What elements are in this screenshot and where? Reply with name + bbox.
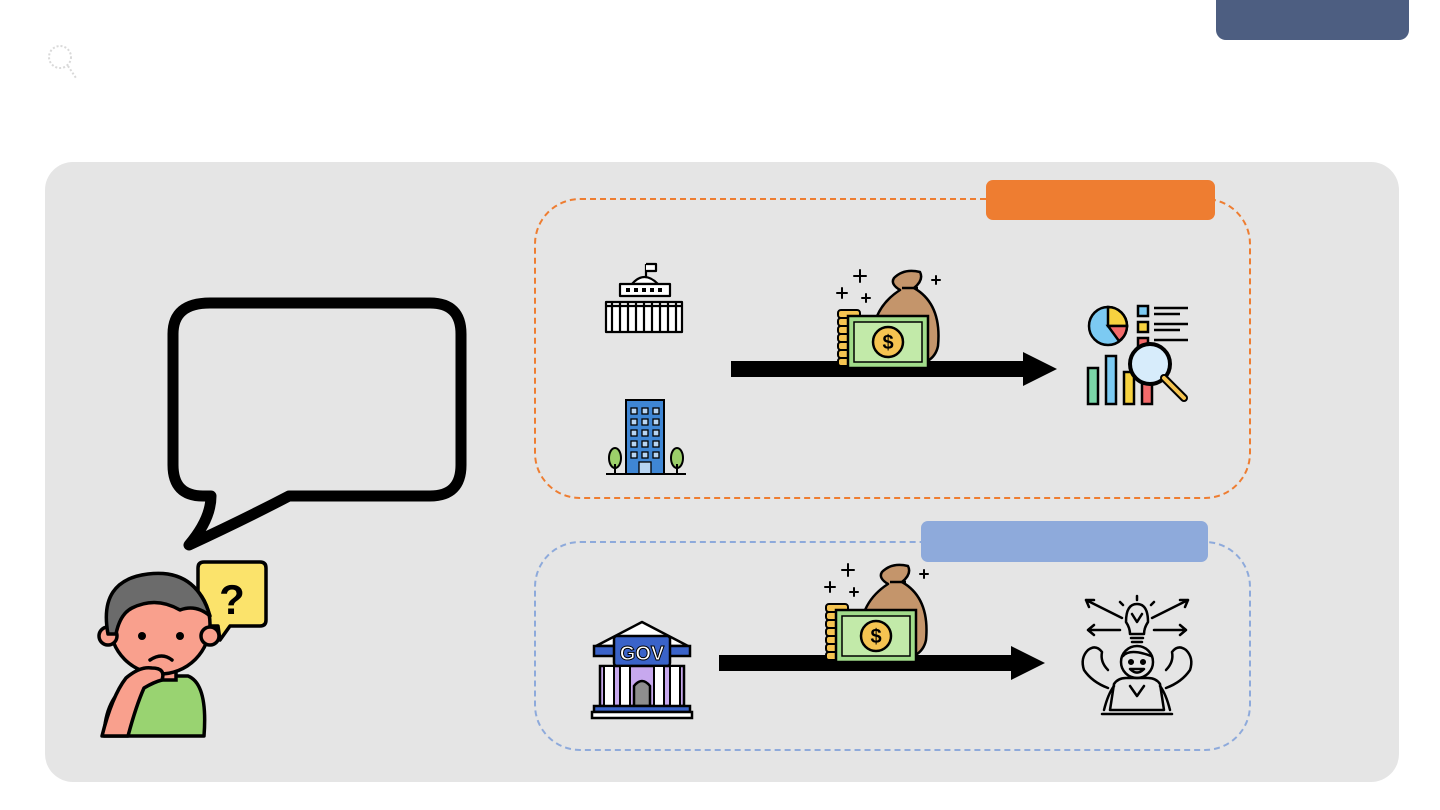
lower-group-label bbox=[921, 521, 1208, 562]
svg-text:GOV: GOV bbox=[620, 643, 665, 665]
innovation-person-icon bbox=[1081, 594, 1193, 716]
thinking-person-icon: ? bbox=[97, 560, 268, 738]
money-bag-cash-icon: $ bbox=[836, 269, 941, 370]
money-bag-cash-icon: $ bbox=[824, 563, 929, 664]
top-tab bbox=[1216, 0, 1409, 40]
upper-group-box bbox=[534, 198, 1251, 499]
svg-text:?: ? bbox=[219, 576, 245, 623]
capitol-building-icon bbox=[604, 262, 684, 334]
data-analytics-icon bbox=[1086, 304, 1188, 406]
svg-text:$: $ bbox=[870, 626, 881, 648]
upper-group-label bbox=[986, 180, 1215, 220]
speech-bubble-icon bbox=[167, 297, 467, 551]
lower-group-box bbox=[534, 541, 1251, 751]
svg-text:$: $ bbox=[882, 332, 893, 354]
government-building-icon: GOV bbox=[590, 620, 694, 720]
office-tower-icon bbox=[606, 399, 686, 475]
question-mark-icon: ? bbox=[196, 560, 268, 642]
magnifier-logo-icon bbox=[48, 45, 77, 79]
